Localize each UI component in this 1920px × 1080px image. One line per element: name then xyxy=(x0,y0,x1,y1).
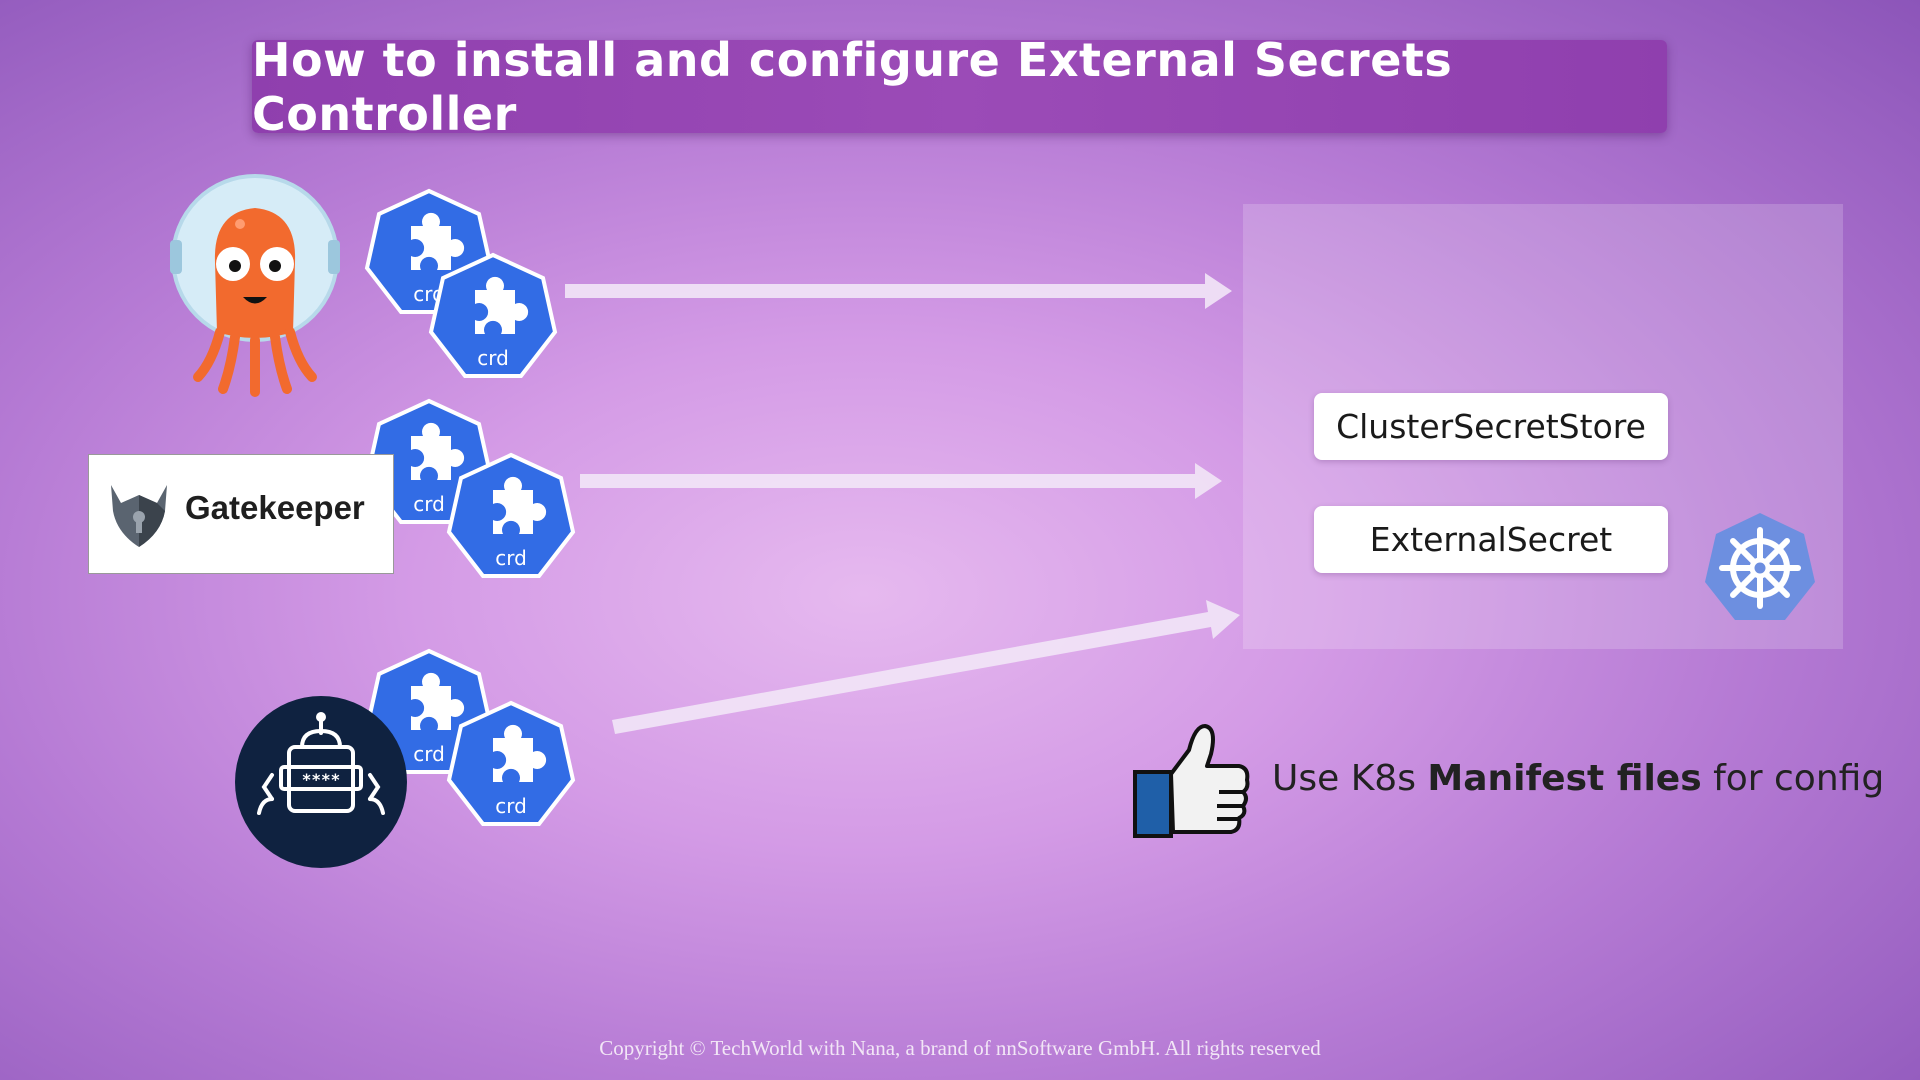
external-secret-box: ExternalSecret xyxy=(1314,506,1668,573)
crd-label: crd xyxy=(477,346,509,370)
gatekeeper-card: Gatekeeper xyxy=(88,454,394,574)
robot-password-icon: **** xyxy=(235,696,407,868)
crd-icon: crd xyxy=(428,252,558,378)
arrow-gatekeeper xyxy=(580,463,1222,499)
tip-prefix: Use K8s xyxy=(1272,758,1428,799)
password-mask: **** xyxy=(302,770,341,789)
crd-label: crd xyxy=(413,492,445,516)
kubernetes-helm-icon xyxy=(1705,513,1815,620)
crd-icon: crd xyxy=(446,700,576,826)
crd-label: crd xyxy=(495,794,527,818)
crd-label: crd xyxy=(495,546,527,570)
tip-bold: Manifest files xyxy=(1427,758,1702,799)
argo-octopus-icon xyxy=(170,174,340,397)
cluster-secret-store-box: ClusterSecretStore xyxy=(1314,393,1668,460)
gatekeeper-icon xyxy=(111,485,167,547)
copyright-footer: Copyright © TechWorld with Nana, a brand… xyxy=(599,1036,1321,1060)
crd-label: crd xyxy=(413,742,445,766)
manifest-tip: Use K8s Manifest files for config xyxy=(1272,758,1884,799)
title-banner: How to install and configure External Se… xyxy=(252,33,1667,141)
arrow-eso xyxy=(612,600,1240,734)
gatekeeper-label: Gatekeeper xyxy=(185,489,365,526)
arrow-argocd xyxy=(565,273,1232,309)
slide-title: How to install and configure External Se… xyxy=(252,32,1453,141)
crd-icon: crd xyxy=(446,452,576,578)
tip-suffix: for config xyxy=(1701,758,1885,799)
thumbs-up-icon xyxy=(1133,724,1250,838)
